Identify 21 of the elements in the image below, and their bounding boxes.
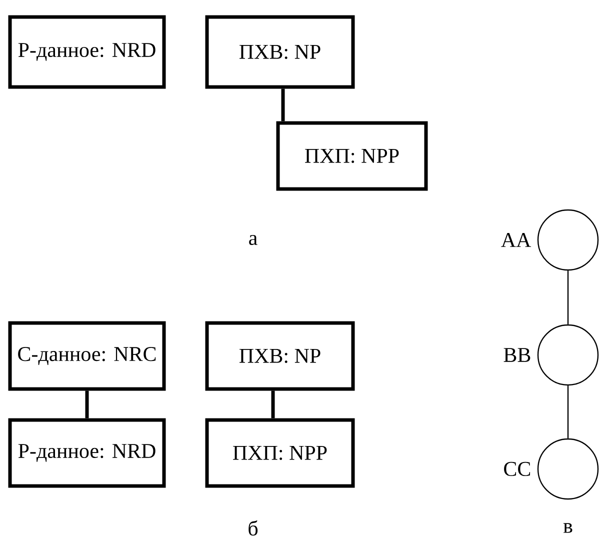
entity-box: ПХП: NPP [205, 418, 355, 488]
connector-line [271, 390, 275, 418]
circle-node [537, 209, 599, 271]
node-label: BB [504, 348, 530, 362]
entity-box: ПХВ: NP [205, 15, 355, 89]
entity-box: С-данное: NRC [8, 321, 166, 391]
panel-letter: б [248, 520, 258, 536]
connector-line [85, 390, 89, 418]
entity-box: ПХВ: NP [205, 321, 355, 391]
entity-box: ПХП: NPP [276, 121, 428, 191]
panel-letter: а [249, 234, 258, 246]
connector-line [567, 386, 569, 438]
entity-box: Р-данное: NRD [8, 15, 166, 89]
panel-letter: в [563, 523, 572, 533]
node-label: CC [504, 462, 530, 476]
connector-line [281, 88, 285, 122]
circle-node [537, 438, 599, 500]
entity-box: Р-данное: NRD [8, 418, 166, 488]
circle-node [537, 324, 599, 386]
node-label: AA [501, 233, 532, 247]
connector-line [567, 270, 569, 324]
